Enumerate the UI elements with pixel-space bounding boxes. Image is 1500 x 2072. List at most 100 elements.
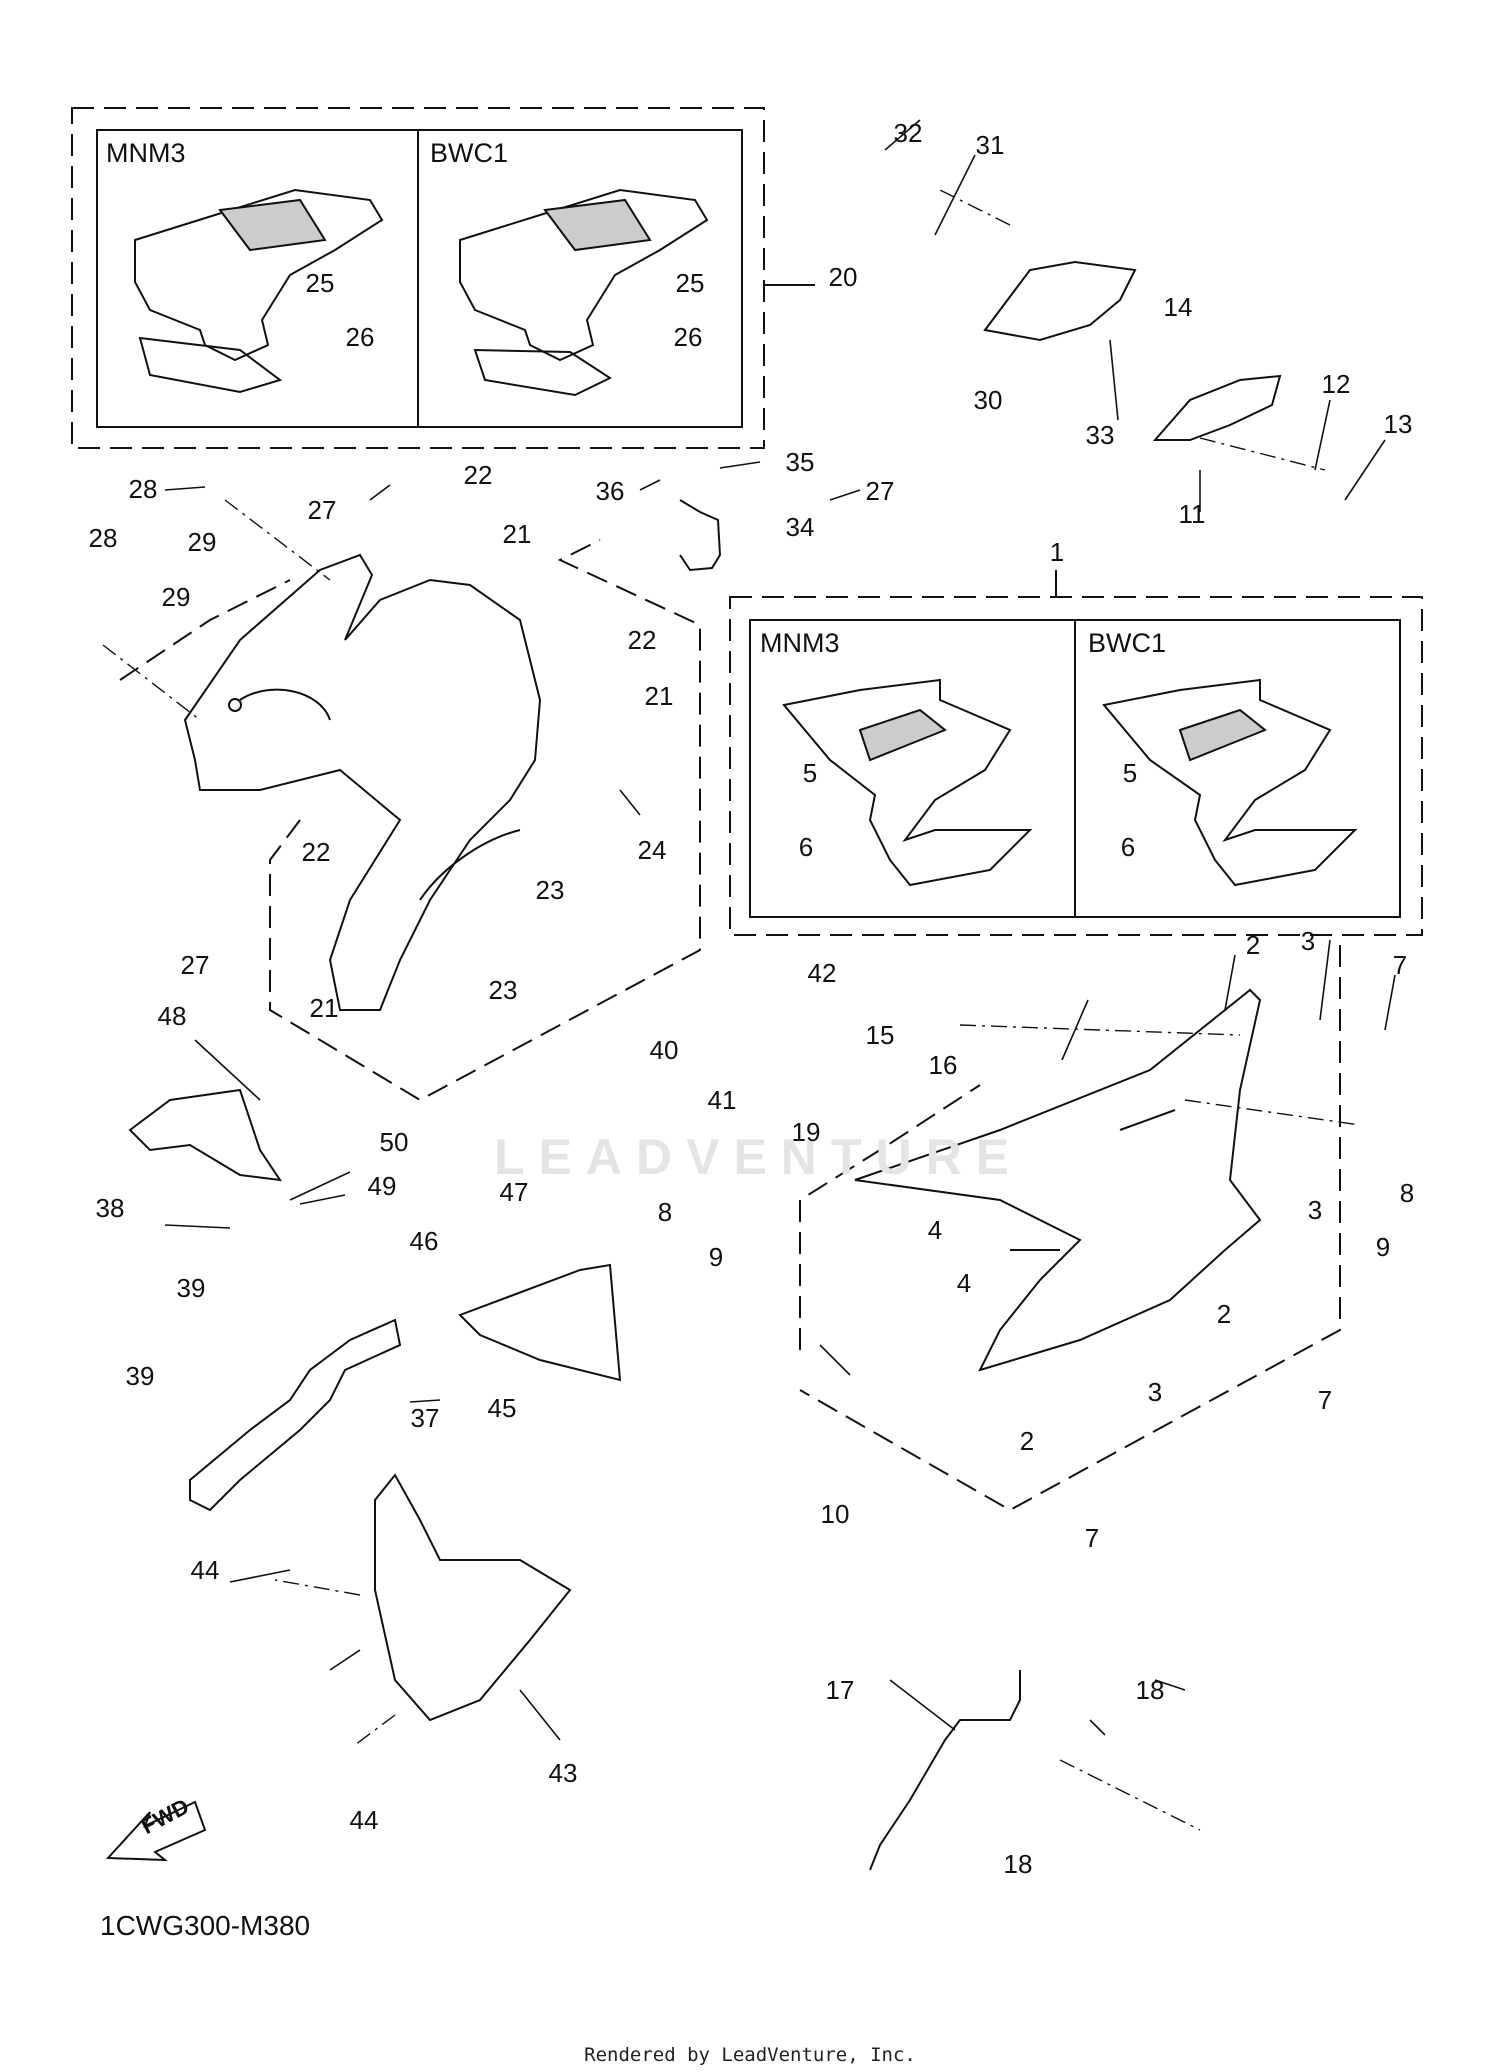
- part-label-22: 22: [627, 625, 657, 655]
- callout-label: 6: [1120, 832, 1136, 862]
- decal-25-mnm3: [134, 188, 384, 394]
- part-label-41: 41: [707, 1085, 737, 1115]
- part-label-1: 1: [1049, 537, 1065, 567]
- part-label-19: 19: [791, 1117, 821, 1147]
- side-cowl: [854, 988, 1262, 1372]
- part-label-22: 22: [463, 460, 493, 490]
- part-label-14: 14: [1163, 292, 1193, 322]
- diagram-code: 1CWG300-M380: [100, 1910, 311, 1941]
- part-label-46: 46: [409, 1226, 439, 1256]
- decal-5-mnm3: [782, 678, 1033, 887]
- part-label-32: 32: [893, 118, 923, 148]
- part-label-28: 28: [128, 474, 158, 504]
- part-label-27: 27: [865, 476, 895, 506]
- part-label-7: 7: [1317, 1385, 1333, 1415]
- part-label-27: 27: [307, 495, 337, 525]
- part-label-20: 20: [828, 262, 858, 292]
- part-label-11: 11: [1178, 499, 1206, 529]
- bracket-17: [869, 1670, 1021, 1871]
- part-label-45: 45: [487, 1393, 517, 1423]
- part-label-16: 16: [928, 1050, 958, 1080]
- part-label-42: 42: [807, 958, 837, 988]
- part-label-40: 40: [649, 1035, 679, 1065]
- part-label-21: 21: [644, 681, 674, 711]
- callout-label: 26: [345, 322, 375, 352]
- part-11: [1152, 374, 1282, 441]
- part-label-9: 9: [1375, 1232, 1391, 1262]
- part-label-2: 2: [1216, 1299, 1232, 1329]
- part-label-29: 29: [187, 527, 217, 557]
- part-label-49: 49: [367, 1171, 397, 1201]
- watermark: LEADVENTURE: [494, 1129, 1024, 1185]
- part-label-29: 29: [161, 582, 191, 612]
- callout-label: 26: [673, 322, 703, 352]
- part-label-8: 8: [657, 1197, 673, 1227]
- panel-title: BWC1: [430, 138, 509, 168]
- callout-label: 25: [305, 268, 335, 298]
- part-label-48: 48: [157, 1001, 187, 1031]
- rendered-by-footer: Rendered by LeadVenture, Inc.: [584, 2044, 916, 2066]
- part-label-50: 50: [379, 1127, 409, 1157]
- callout-label: 25: [675, 268, 705, 298]
- panel-box-25-26: [96, 129, 743, 428]
- part-label-18: 18: [1003, 1849, 1033, 1879]
- part-label-4: 4: [927, 1215, 943, 1245]
- part-label-7: 7: [1392, 950, 1408, 980]
- part-label-3: 3: [1147, 1377, 1163, 1407]
- part-label-10: 10: [820, 1499, 850, 1529]
- part-label-28: 28: [88, 523, 118, 553]
- under-cowl-43: [374, 1473, 572, 1722]
- panel-title: MNM3: [760, 628, 840, 658]
- part-label-8: 8: [1399, 1178, 1415, 1208]
- part-label-13: 13: [1383, 409, 1413, 439]
- callout-label: 5: [802, 758, 818, 788]
- panel-title: MNM3: [106, 138, 186, 168]
- decal-5-bwc1: [1102, 678, 1358, 887]
- fwd-arrow-icon: [105, 1800, 207, 1862]
- part-label-22: 22: [301, 837, 331, 867]
- group-box-1: [729, 596, 1423, 936]
- part-label-2: 2: [1245, 930, 1261, 960]
- part-label-23: 23: [488, 975, 518, 1005]
- part-label-27: 27: [180, 950, 210, 980]
- upper-cowl: [183, 553, 542, 1011]
- stay-37: [189, 1318, 402, 1512]
- part-label-38: 38: [95, 1193, 125, 1223]
- part-label-44: 44: [349, 1805, 379, 1835]
- part-label-21: 21: [309, 993, 339, 1023]
- part-label-23: 23: [535, 875, 565, 905]
- dash-frame-side: [799, 945, 1341, 1512]
- part-label-39: 39: [125, 1361, 155, 1391]
- callout-label: 6: [798, 832, 814, 862]
- part-label-2: 2: [1019, 1426, 1035, 1456]
- part-label-3: 3: [1307, 1195, 1323, 1225]
- part-label-34: 34: [785, 512, 815, 542]
- part-label-44: 44: [190, 1555, 220, 1585]
- bracket-34: [679, 499, 722, 572]
- part-label-43: 43: [548, 1758, 578, 1788]
- part-30: [983, 260, 1137, 342]
- part-label-24: 24: [637, 835, 667, 865]
- callout-label: 5: [1122, 758, 1138, 788]
- part-label-31: 31: [975, 130, 1005, 160]
- part-label-12: 12: [1321, 369, 1351, 399]
- part-label-7: 7: [1084, 1523, 1100, 1553]
- part-label-36: 36: [595, 476, 625, 506]
- decal-25-bwc1: [459, 188, 709, 397]
- dash-frame-upper: [119, 539, 701, 1102]
- part-label-9: 9: [708, 1242, 724, 1272]
- panel-45: [458, 1263, 622, 1382]
- bracket-48: [128, 1088, 283, 1182]
- group-box-20: [71, 107, 765, 449]
- part-label-15: 15: [865, 1020, 895, 1050]
- part-label-4: 4: [956, 1268, 972, 1298]
- part-label-39: 39: [176, 1273, 206, 1303]
- part-label-21: 21: [502, 519, 532, 549]
- part-label-30: 30: [973, 385, 1003, 415]
- part-label-3: 3: [1300, 926, 1316, 956]
- part-label-18: 18: [1135, 1675, 1165, 1705]
- part-label-37: 37: [410, 1403, 440, 1433]
- panel-title: BWC1: [1088, 628, 1167, 658]
- part-label-33: 33: [1085, 420, 1115, 450]
